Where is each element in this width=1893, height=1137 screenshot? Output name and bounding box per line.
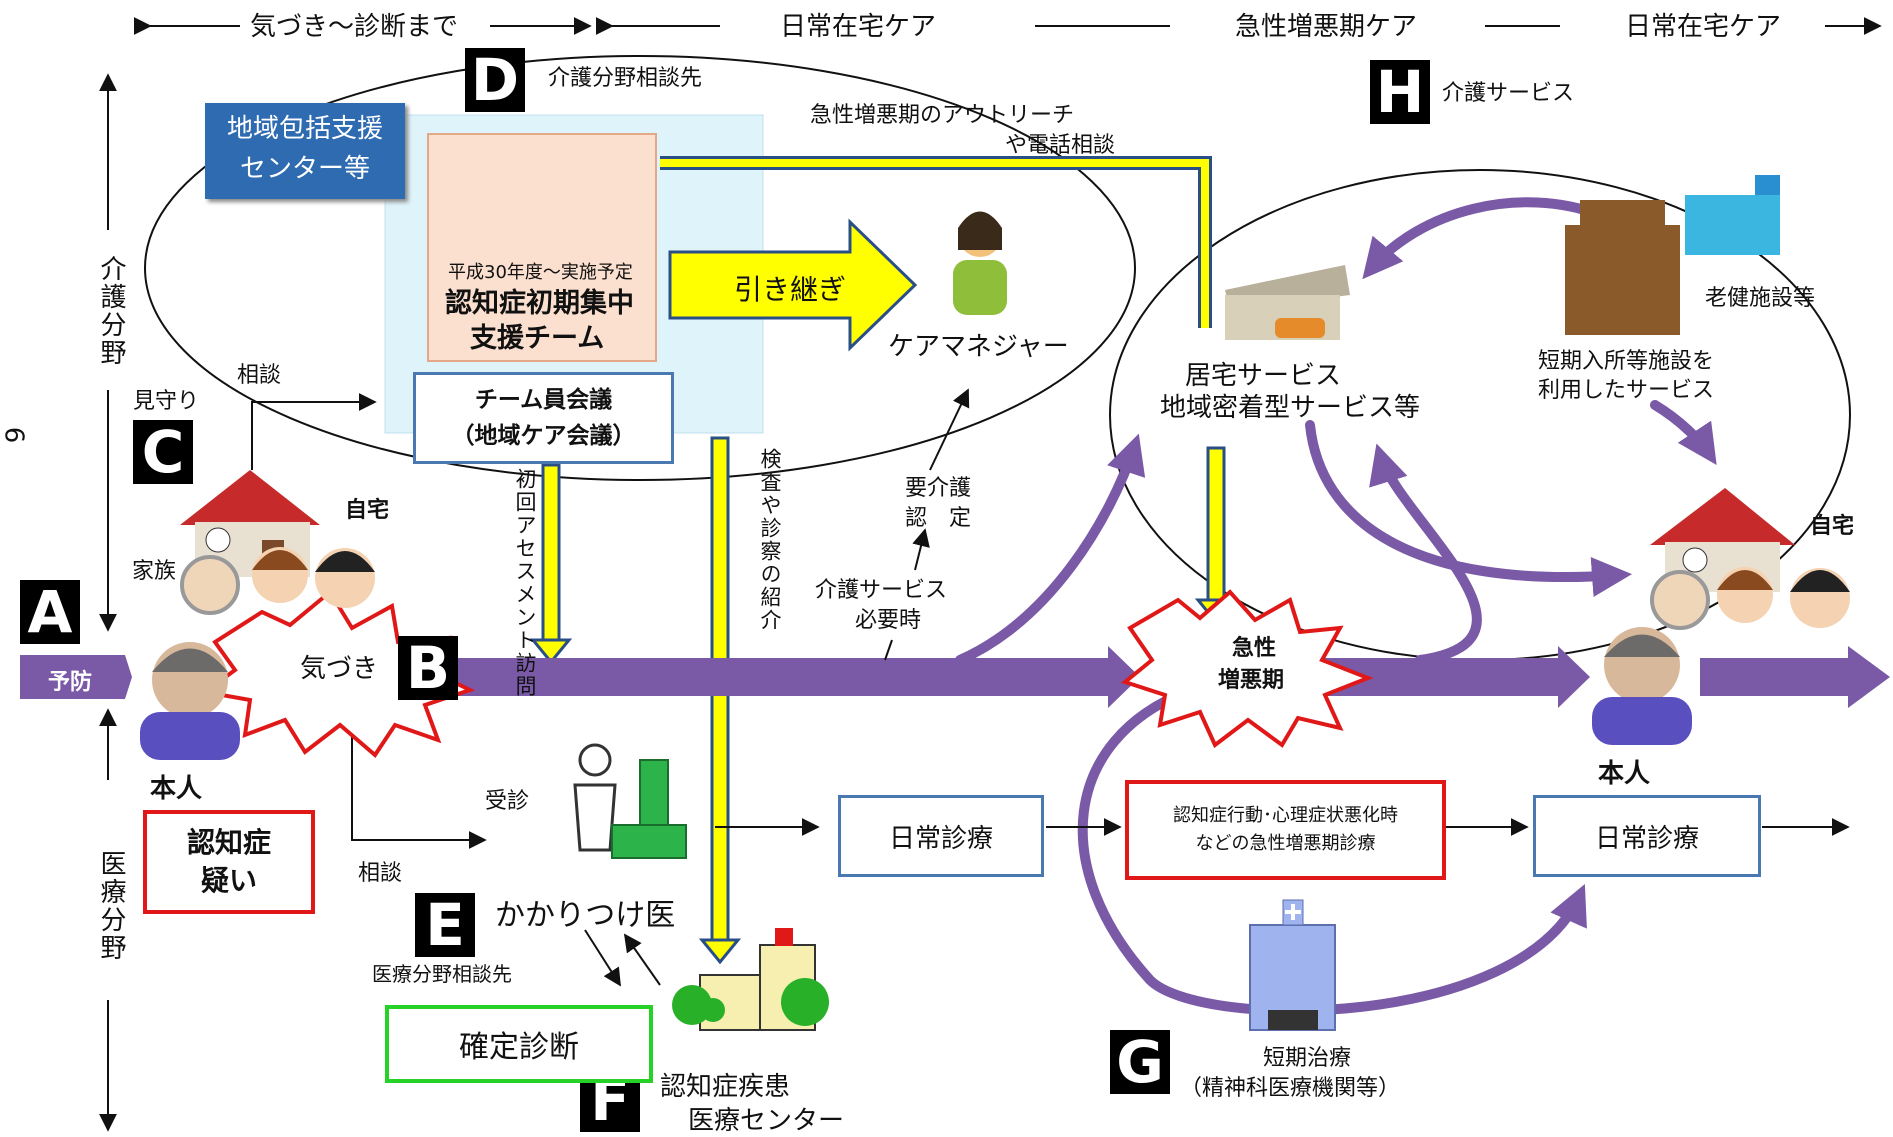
- team-name-line2: 支援チーム: [470, 323, 605, 354]
- badge-h: H: [1370, 58, 1430, 126]
- kazoku-label: 家族: [132, 559, 177, 584]
- clinic-icon: [1249, 899, 1336, 1031]
- kakaritsuke-label: かかりつけ医: [495, 898, 676, 933]
- nichijo-box-2: 日常診療: [1533, 795, 1761, 877]
- connector-arrows: [251, 388, 1850, 987]
- youkaigo-line2: 認 定: [905, 506, 972, 531]
- badge-a: A: [20, 578, 80, 646]
- dementia-suspect-line2: 疑い: [200, 864, 257, 897]
- honnin-label-2: 本人: [1598, 759, 1651, 789]
- honnin-label-1: 本人: [150, 774, 203, 804]
- axis-medical-label: 医療分野: [96, 850, 126, 962]
- kensa-shokai-label: 検査や診察の紹介: [758, 448, 782, 632]
- kakutei-label: 確定診断: [459, 1030, 579, 1065]
- team-meeting-box: チーム員会議 （地域ケア会議）: [413, 372, 674, 464]
- tanki-nyusho-line2: 利用したサービス: [1538, 378, 1715, 403]
- nichijo-label-2: 日常診療: [1594, 823, 1699, 854]
- purple-curves: [955, 197, 1717, 1016]
- care-manager-label: ケアマネジャー: [888, 332, 1069, 362]
- kaigo-ellipse: [144, 55, 1136, 481]
- chiiki-center-box: 地域包括支援 センター等: [205, 103, 405, 199]
- person-icon: [140, 642, 240, 760]
- phase-label-4: 日常在宅ケア: [1625, 12, 1782, 42]
- phase-label-1: 気づき〜診断まで: [250, 12, 459, 42]
- kyusei-line2: 増悪期: [1218, 668, 1285, 693]
- yellow-arrows: [529, 436, 1238, 965]
- youkaigo-line1: 要介護: [905, 476, 972, 501]
- jitaku-label-1: 自宅: [345, 498, 390, 523]
- nichijo-box-1: 日常診療: [838, 795, 1044, 877]
- tanki-line2: （精神科医療機関等）: [1180, 1076, 1401, 1101]
- facility-icon: [1565, 175, 1780, 335]
- badge-e: E: [415, 891, 475, 959]
- tanki-nyusho-line1: 短期入所等施設を: [1538, 349, 1715, 374]
- soudan-label-2: 相談: [358, 861, 403, 886]
- badge-b: B: [398, 634, 458, 702]
- badge-c: C: [133, 418, 193, 486]
- roken-label: 老健施設等: [1705, 286, 1816, 311]
- chiiki-center-line1: 地域包括支援: [226, 114, 383, 144]
- person-icon-2: [1592, 627, 1692, 745]
- axis-care-label: 介護分野: [96, 255, 126, 367]
- hikitsugi-arrow: [668, 218, 918, 352]
- residence-icon: [1225, 265, 1350, 340]
- main-timeline: [20, 646, 1890, 708]
- family-icon: [180, 547, 375, 615]
- phase-label-2: 日常在宅ケア: [780, 12, 937, 42]
- team-year: 平成30年度〜実施予定: [448, 262, 633, 283]
- page-number: 6: [0, 426, 29, 444]
- acute-diag-line1: 認知症行動･心理症状悪化時: [1173, 805, 1398, 826]
- kizuki-label: 気づき: [300, 654, 379, 684]
- service-need-line1: 介護サービス: [815, 578, 948, 603]
- center-line1: 認知症疾患: [660, 1072, 791, 1102]
- acute-diag-box: 認知症行動･心理症状悪化時 などの急性増悪期診療: [1125, 780, 1446, 880]
- team-box: [427, 133, 657, 362]
- acute-burst: [1120, 589, 1374, 749]
- acute-diag-line2: などの急性増悪期診療: [1195, 833, 1376, 854]
- nichijo-label-1: 日常診療: [888, 823, 993, 854]
- kaigo-service-label: 介護サービス: [1442, 81, 1575, 106]
- kyusei-line1: 急性: [1232, 636, 1277, 661]
- outreach-line: [660, 156, 1212, 328]
- chiiki-center-line2: センター等: [239, 154, 370, 184]
- kyotaku-line1: 居宅サービス: [1185, 361, 1342, 391]
- iryo-consult-label: 医療分野相談先: [372, 962, 512, 986]
- family-icon-2: [1650, 567, 1850, 630]
- badge-g: G: [1110, 1028, 1170, 1096]
- dementia-suspect-box: 認知症 疑い: [143, 810, 315, 914]
- mimamori-label: 見守り: [133, 389, 200, 414]
- dementia-suspect-line1: 認知症: [186, 826, 271, 859]
- outreach-line1: 急性増悪期のアウトリーチ: [810, 103, 1075, 128]
- kizuki-burst: [200, 588, 476, 758]
- badge-d: D: [465, 46, 525, 114]
- shokai-assessment-label: 初回アセスメント訪問: [513, 468, 537, 698]
- service-need-line2: 必要時: [855, 608, 922, 633]
- care-manager-icon: [953, 211, 1007, 315]
- phase-label-3: 急性増悪期ケア: [1235, 12, 1418, 42]
- hikitsugi-label: 引き継ぎ: [734, 273, 847, 306]
- center-line2: 医療センター: [688, 1106, 845, 1136]
- kakutei-box: 確定診断: [385, 1005, 653, 1083]
- hospital-icon: [672, 928, 829, 1031]
- doctor-icon: [573, 743, 687, 859]
- team-meeting-line2: （地域ケア会議）: [451, 423, 636, 449]
- soudan-label-1: 相談: [237, 363, 282, 388]
- kaigo-consult-label: 介護分野相談先: [548, 66, 703, 91]
- team-meeting-line1: チーム員会議: [474, 387, 613, 413]
- yobou-label: 予防: [48, 670, 93, 695]
- outreach-line2: や電話相談: [1005, 133, 1116, 158]
- jushin-label: 受診: [485, 789, 530, 814]
- jitaku-label-2: 自宅: [1810, 514, 1855, 539]
- tanki-line1: 短期治療: [1263, 1046, 1352, 1071]
- kyotaku-line2: 地域密着型サービス等: [1160, 393, 1421, 423]
- team-name-line1: 認知症初期集中: [445, 288, 634, 319]
